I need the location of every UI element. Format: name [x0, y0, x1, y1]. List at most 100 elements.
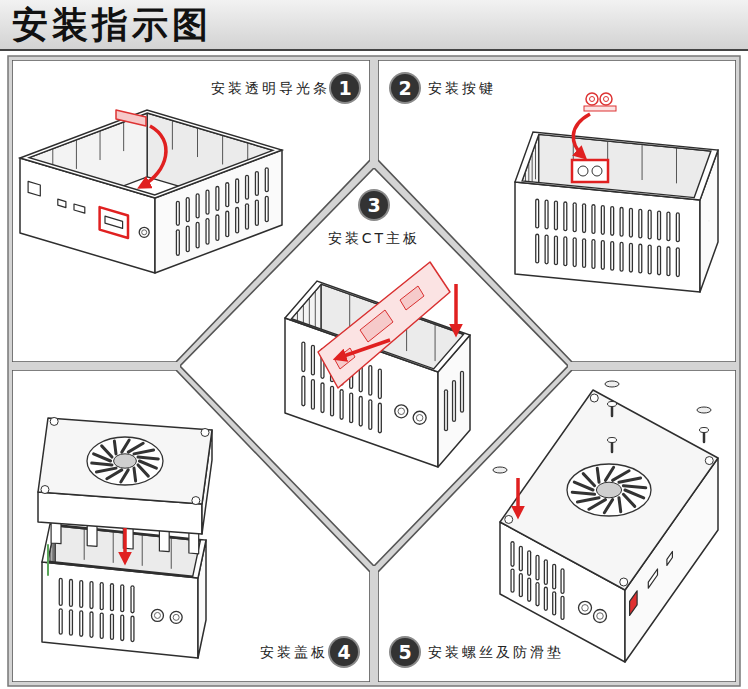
vent-slot — [130, 587, 134, 611]
step-number-badge: 5 — [391, 638, 419, 666]
vent-slot — [676, 214, 680, 240]
vent-slot-inner — [630, 245, 632, 271]
vent-slot-inner — [303, 378, 305, 405]
fan-slot — [604, 500, 612, 513]
corner-screw-hole — [41, 486, 49, 494]
fan-slot — [134, 450, 154, 454]
corner-screw-hole — [620, 578, 628, 586]
vent-slot — [638, 246, 642, 272]
vent-slot-inner — [649, 247, 651, 273]
button — [708, 220, 709, 221]
case-face — [515, 182, 700, 292]
vent-slot-inner — [545, 589, 547, 609]
vent-slot-inner — [536, 236, 538, 262]
case-rib — [172, 121, 173, 150]
case-lid — [500, 390, 718, 590]
vent-slot-inner — [649, 212, 651, 238]
case-rib — [113, 532, 114, 563]
vent-slot-inner — [611, 208, 613, 234]
vent-slot — [638, 211, 642, 237]
vent-slot — [79, 612, 83, 634]
vent-slot-inner — [630, 210, 632, 236]
button-inner — [398, 408, 405, 415]
case-lid — [38, 418, 212, 504]
fan-slot — [128, 443, 143, 452]
step-number-badge: 3 — [360, 191, 388, 219]
vent-slot-inner — [350, 395, 352, 422]
vent-slot-inner — [187, 228, 189, 251]
fan-slot — [577, 498, 599, 502]
port — [648, 569, 657, 588]
vent-slot — [255, 173, 259, 194]
panel-border — [378, 60, 736, 362]
button — [170, 611, 182, 623]
vent-slot — [666, 248, 670, 274]
vent-slot — [186, 199, 190, 220]
fan-slot — [121, 470, 128, 482]
vent-slot-inner — [512, 571, 514, 591]
vent-slot — [368, 367, 372, 394]
vent-slot-inner — [593, 241, 595, 267]
vent-slot-inner — [593, 206, 595, 232]
fan-slot — [605, 467, 613, 480]
fan-slot — [96, 468, 116, 472]
vent-slot — [110, 616, 114, 638]
vent-slot — [311, 347, 315, 374]
step-caption: 安装按键 — [428, 80, 496, 97]
panel-outline — [180, 168, 568, 566]
vent-slot-inner — [445, 391, 447, 429]
vent-slot-inner — [121, 586, 123, 610]
vent-slot — [100, 584, 104, 608]
vent-slot-inner — [537, 584, 539, 604]
vent-slot-inner — [583, 240, 585, 266]
fan-slot — [623, 486, 645, 488]
vent-slot-inner — [583, 205, 585, 231]
fan-slot — [619, 498, 621, 512]
vent-slot — [535, 557, 539, 579]
button-part — [600, 93, 612, 105]
vent-slot — [245, 205, 249, 228]
vent-slot — [676, 249, 680, 275]
vent-slot — [657, 248, 661, 274]
case-rim — [515, 132, 718, 200]
callout-number: 2 — [398, 79, 411, 98]
vent-slot-inner — [217, 188, 219, 209]
vent-slot-inner — [379, 405, 381, 432]
vent-slot-inner — [677, 214, 679, 240]
vent-slot-inner — [91, 583, 93, 607]
step-number-badge: 2 — [391, 74, 419, 102]
vent-slot-inner — [528, 552, 530, 574]
vent-slot-inner — [537, 557, 539, 579]
vent-slot-inner — [520, 575, 522, 595]
panel-outline — [378, 60, 736, 362]
vent-slot — [215, 188, 219, 209]
vent-slot-inner — [70, 581, 72, 605]
screw-head — [608, 438, 617, 443]
vent-slot — [544, 561, 548, 583]
red-arrow — [573, 114, 590, 156]
button-part — [586, 93, 598, 105]
step-number-badge: 4 — [330, 638, 358, 666]
vent-slot — [359, 398, 363, 425]
case-rib — [315, 291, 316, 327]
fan-slot — [92, 463, 112, 465]
vent-slot — [573, 204, 577, 230]
port — [105, 216, 123, 228]
corner-screw-hole — [201, 428, 209, 436]
case-rib — [171, 538, 172, 569]
highlight-box — [100, 207, 128, 238]
vent-slot-inner — [303, 343, 305, 370]
vent-slot-inner — [677, 249, 679, 275]
vent-slot-inner — [101, 615, 103, 637]
vent-slot — [330, 388, 334, 415]
vent-slot — [378, 405, 382, 432]
step-caption: 安装CT主板 — [328, 230, 420, 247]
step-number-badge: 1 — [331, 74, 359, 102]
vent-slot-inner — [621, 209, 623, 235]
vent-slot-inner — [520, 548, 522, 570]
vent-slot — [59, 580, 63, 604]
vent-slot-inner — [565, 203, 567, 229]
button — [151, 609, 163, 621]
vent-slot — [527, 552, 531, 574]
vent-slot-inner — [246, 177, 248, 198]
